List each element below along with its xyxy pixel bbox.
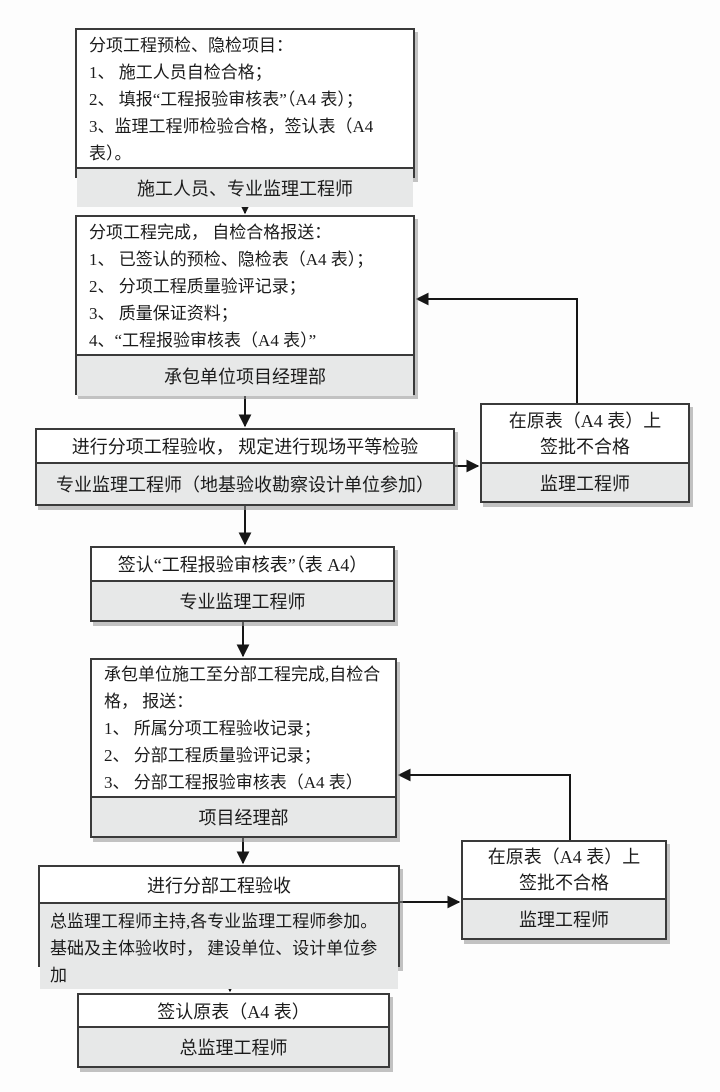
flow-box-reject2: 在原表（A4 表）上 签批不合格 监理工程师 (461, 840, 667, 940)
box-footer-label: 专业监理工程师 (92, 580, 393, 620)
flow-box-reject1: 在原表（A4 表）上 签批不合格 监理工程师 (480, 403, 690, 503)
box-text-line: 3、 质量保证资料； (89, 304, 238, 323)
flow-box-step1: 分项工程预检、隐检项目： 1、 施工人员自检合格； 2、 填报“工程报验审核表”… (75, 28, 415, 207)
box-body: 分项工程预检、隐检项目： 1、 施工人员自检合格； 2、 填报“工程报验审核表”… (77, 30, 413, 167)
flow-box-step4: 签认“工程报验审核表”（表 A4） 专业监理工程师 (90, 546, 395, 622)
box-text-line: 1、 所属分项工程验收记录； (104, 719, 321, 738)
flow-box-step7: 签认原表（A4 表） 总监理工程师 (77, 993, 390, 1068)
box-text-line: 2、 分部工程质量验评记录； (104, 746, 321, 765)
box-body: 分项工程完成， 自检合格报送： 1、 已签认的预检、隐检表（A4 表）； 2、 … (77, 217, 413, 354)
box-footer-label: 总监理工程师主持,各专业监理工程师参加。基础及主体验收时， 建设单位、设计单位参… (40, 902, 398, 989)
flow-box-step6: 进行分部工程验收 总监理工程师主持,各专业监理工程师参加。基础及主体验收时， 建… (38, 865, 400, 989)
box-title-line: 签批不合格 (519, 873, 609, 893)
box-text-line: 3、监理工程师检验合格，签认表（A4 表）。 (89, 117, 374, 163)
box-title: 进行分项工程验收， 规定进行现场平等检验 (71, 437, 419, 457)
box-footer-label: 施工人员、专业监理工程师 (77, 167, 413, 207)
box-text-line: 2、 填报“工程报验审核表”（A4 表）； (89, 90, 363, 109)
box-text-line: 1、 施工人员自检合格； (89, 63, 272, 82)
box-text-line: 分项工程完成， 自检合格报送： (89, 223, 332, 242)
box-title: 在原表（A4 表）上 签批不合格 (463, 842, 665, 898)
box-title-line: 签批不合格 (540, 436, 630, 457)
flow-box-step2: 分项工程完成， 自检合格报送： 1、 已签认的预检、隐检表（A4 表）； 2、 … (75, 215, 415, 396)
flow-box-step5: 承包单位施工至分部工程完成,自检合格， 报送： 1、 所属分项工程验收记录； 2… (90, 658, 397, 838)
box-title: 签认原表（A4 表） (157, 1001, 310, 1022)
box-title-line: 在原表（A4 表）上 (508, 410, 662, 431)
box-text-line: 3、 分部工程报验审核表（A4 表） (104, 773, 363, 792)
box-title: 签认“工程报验审核表”（表 A4） (117, 555, 368, 575)
box-footer-label: 项目经理部 (92, 796, 395, 836)
box-footer-label: 承包单位项目经理部 (77, 354, 413, 396)
box-footer-label: 专业监理工程师（地基验收勘察设计单位参加） (37, 462, 453, 504)
box-footer-label: 监理工程师 (482, 462, 688, 501)
box-title-line: 在原表（A4 表）上 (487, 847, 641, 867)
box-body: 承包单位施工至分部工程完成,自检合格， 报送： 1、 所属分项工程验收记录； 2… (92, 660, 395, 796)
box-text-line: 1、 已签认的预检、隐检表（A4 表）； (89, 250, 374, 269)
box-text-line: 分项工程预检、隐检项目： (89, 36, 293, 55)
arrow-reject2-to-step5 (397, 768, 571, 840)
arrow-reject1-to-step2 (415, 292, 578, 403)
box-footer-label: 监理工程师 (463, 898, 665, 938)
box-text-line: 4、“工程报验审核表（A4 表）” (89, 331, 317, 350)
box-footer-label: 总监理工程师 (79, 1026, 388, 1066)
box-text-line: 承包单位施工至分部工程完成,自检合格， 报送： (104, 665, 381, 711)
flow-box-step3: 进行分项工程验收， 规定进行现场平等检验 专业监理工程师（地基验收勘察设计单位参… (35, 428, 455, 506)
box-text-line: 2、 分项工程质量验评记录； (89, 277, 306, 296)
box-title: 进行分部工程验收 (147, 875, 291, 896)
box-title: 在原表（A4 表）上 签批不合格 (482, 405, 688, 462)
